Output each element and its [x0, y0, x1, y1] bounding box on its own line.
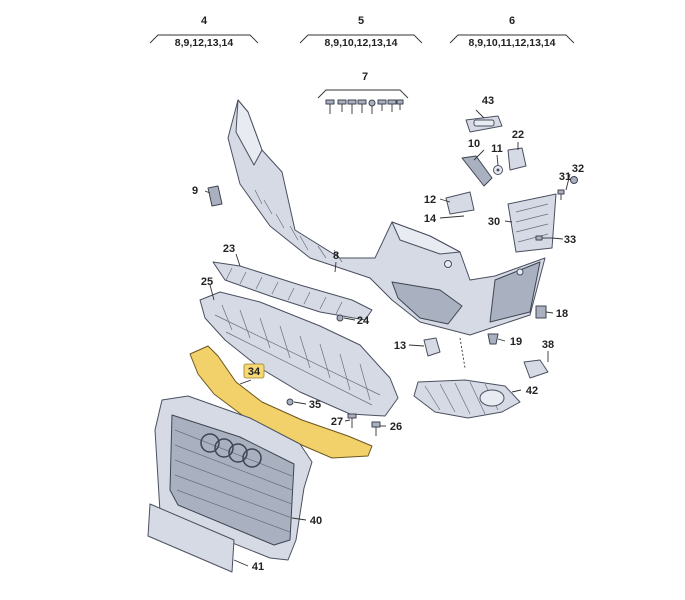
part-19-clip[interactable]	[487, 333, 499, 345]
part-22-connector[interactable]	[507, 147, 527, 171]
callout-43: 43	[482, 95, 494, 107]
part-18-nut[interactable]	[535, 305, 547, 319]
brand-rings-emblem	[200, 433, 262, 468]
callout-10: 10	[468, 138, 480, 150]
callout-labels: 9 8 43 10 11 22 12 14 30 31 32 33 18 19 …	[192, 95, 584, 573]
callout-32: 32	[572, 163, 584, 175]
part-11-clip[interactable]	[493, 165, 503, 175]
group-bracket	[317, 89, 409, 99]
group-items: 8,9,12,13,14	[175, 37, 234, 49]
part-31-screw[interactable]	[557, 189, 565, 200]
callout-31: 31	[559, 171, 571, 183]
part-33-bolt[interactable]	[535, 235, 552, 241]
group-number: 6	[509, 15, 515, 27]
radiator-grille[interactable]	[154, 395, 313, 561]
group-header-5[interactable]: 5 8,9,10,12,13,14	[299, 15, 423, 49]
spoiler-strip-highlighted[interactable]	[189, 345, 373, 459]
group-items: 8,9,10,12,13,14	[325, 37, 398, 49]
license-plate-holder[interactable]	[147, 503, 235, 573]
group-bracket	[149, 34, 259, 44]
callout-27: 27	[331, 416, 343, 428]
part-43-trim[interactable]	[465, 115, 503, 133]
part-9-clip[interactable]	[207, 185, 223, 207]
callout-34-badge	[243, 363, 265, 379]
part-38-mount[interactable]	[523, 359, 549, 379]
group-header-4[interactable]: 4 8,9,12,13,14	[149, 15, 259, 49]
callout-34: 34	[248, 366, 261, 378]
callout-40: 40	[310, 515, 322, 527]
callout-9: 9	[192, 185, 198, 197]
callout-18: 18	[556, 308, 568, 320]
bumper-carrier[interactable]	[199, 291, 399, 417]
callout-13: 13	[394, 340, 406, 352]
group-bracket	[449, 34, 575, 44]
fog-light-grille[interactable]	[413, 379, 521, 419]
part-26-bolt[interactable]	[371, 421, 381, 436]
part-24-screw[interactable]	[336, 314, 344, 322]
callout-30: 30	[488, 216, 500, 228]
callout-14: 14	[424, 213, 437, 225]
group-items: 8,9,10,11,12,13,14	[469, 37, 556, 49]
part-27-screw[interactable]	[347, 413, 357, 428]
part-10-bracket[interactable]	[461, 155, 493, 187]
callout-42: 42	[526, 385, 538, 397]
callout-23: 23	[223, 243, 235, 255]
callout-33: 33	[564, 234, 576, 246]
callout-label: 7	[362, 71, 368, 83]
part-32-clip[interactable]	[570, 176, 578, 184]
callout-24: 24	[357, 315, 370, 327]
group-number: 5	[358, 15, 364, 27]
callout-12: 12	[424, 194, 436, 206]
callout-38: 38	[542, 339, 554, 351]
callout-22: 22	[512, 129, 524, 141]
callout-19: 19	[510, 336, 522, 348]
callout-11: 11	[491, 143, 503, 155]
leader-lines	[204, 109, 571, 567]
callout-41: 41	[252, 561, 264, 573]
bumper-cover[interactable]	[227, 99, 546, 336]
fastener-set-7[interactable]: 7	[317, 71, 409, 114]
callout-35: 35	[309, 399, 321, 411]
group-bracket	[299, 34, 423, 44]
bumper-absorber[interactable]	[212, 261, 373, 321]
callout-26: 26	[390, 421, 402, 433]
group-header-6[interactable]: 6 8,9,10,11,12,13,14	[449, 15, 575, 49]
group-number: 4	[201, 15, 208, 27]
part-13-cap[interactable]	[423, 337, 441, 357]
part-12-cap[interactable]	[445, 191, 475, 215]
callout-8: 8	[333, 250, 339, 262]
bumper-side-opening	[489, 261, 541, 323]
bumper-lower-grille-opening	[391, 281, 463, 325]
fastener-icons	[325, 99, 404, 114]
callout-25: 25	[201, 276, 213, 288]
part-35-screw[interactable]	[286, 398, 294, 406]
part-30-bracket[interactable]	[507, 193, 557, 253]
